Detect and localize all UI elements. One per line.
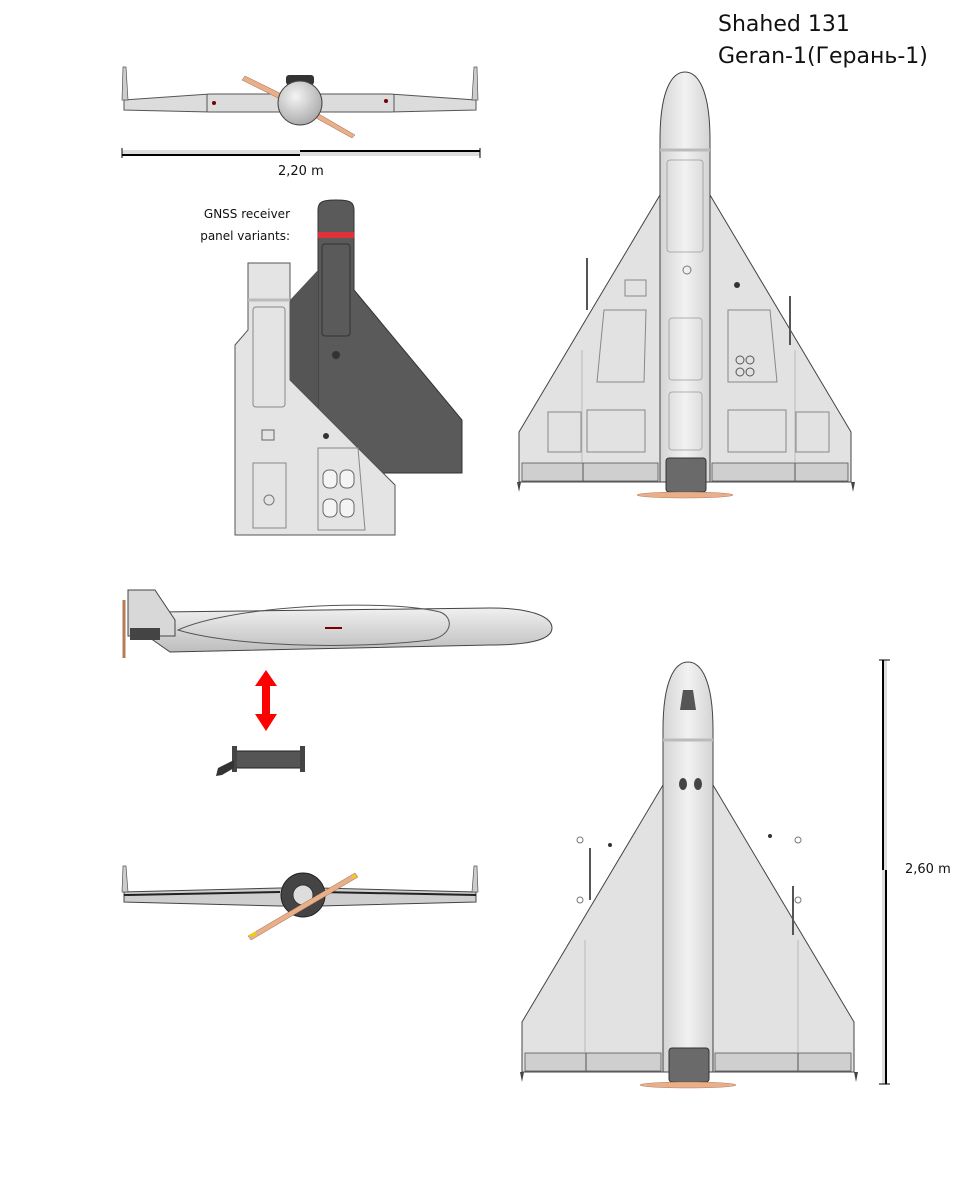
gnss-panel-variant-light [234,262,396,536]
drawing-title: Shahed 131 [718,12,850,37]
drawing-subtitle: Geran-1(Герань-1) [718,44,928,69]
side-view [122,589,553,658]
gnss-label-line2: panel variants: [200,229,290,243]
length-label: 2,60 m [905,862,951,877]
removal-arrow [255,670,277,731]
exhaust-component [216,746,305,776]
span-label: 2,20 m [278,164,324,179]
rear-view [121,865,479,941]
gnss-label-line1: GNSS receiver [203,207,290,221]
bottom-view [518,660,860,1090]
span-scale-bar [121,148,481,158]
length-scale-bar [879,659,890,1085]
front-view [121,66,479,139]
top-view-upper [515,70,857,500]
